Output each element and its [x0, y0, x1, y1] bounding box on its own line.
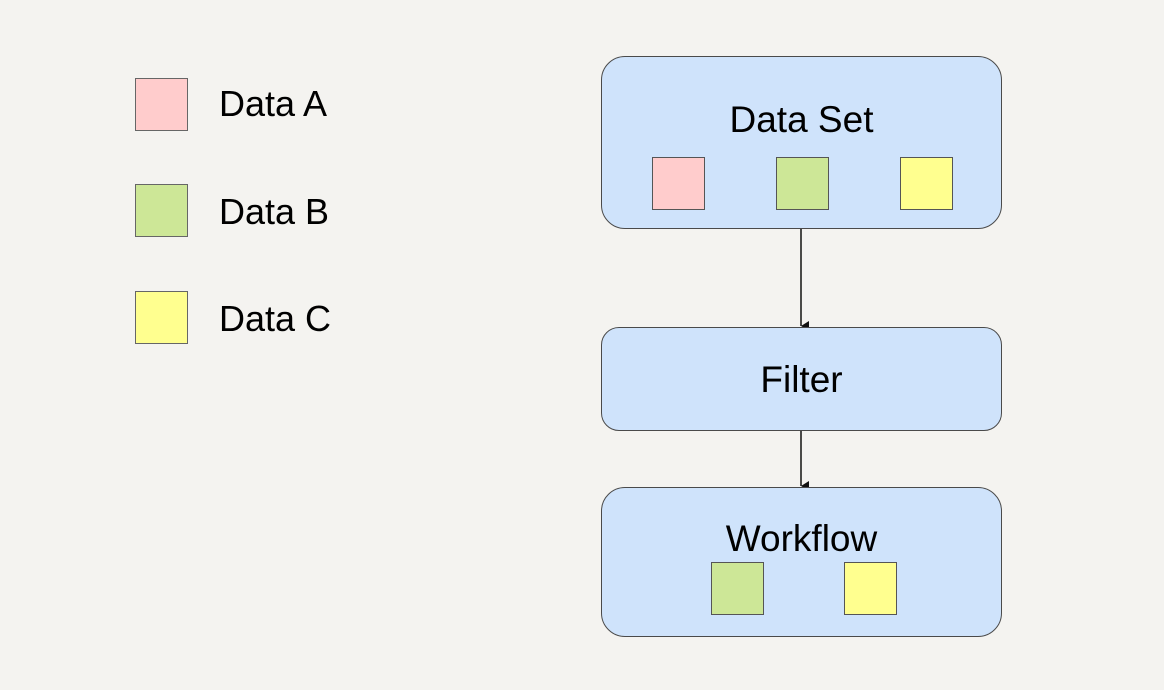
legend-label-data-b: Data B [219, 191, 330, 232]
filter-title: Filter [760, 359, 843, 400]
legend-label-data-a: Data A [219, 83, 328, 124]
legend-swatch-data-c [135, 291, 188, 344]
legend-label-data-c: Data C [219, 298, 332, 339]
workflow-chip-data-b [711, 562, 764, 615]
data-set-chip-data-a [652, 157, 705, 210]
workflow-title: Workflow [725, 518, 878, 559]
workflow-chip-data-c [844, 562, 897, 615]
legend-swatch-data-b [135, 184, 188, 237]
data-set-chip-data-c [900, 157, 953, 210]
legend-swatch-data-a [135, 78, 188, 131]
data-set-node: Data Set [601, 56, 1002, 229]
data-set-title: Data Set [729, 99, 874, 140]
filter-node: Filter [601, 327, 1002, 431]
workflow-node: Workflow [601, 487, 1002, 637]
data-set-chip-data-b [776, 157, 829, 210]
